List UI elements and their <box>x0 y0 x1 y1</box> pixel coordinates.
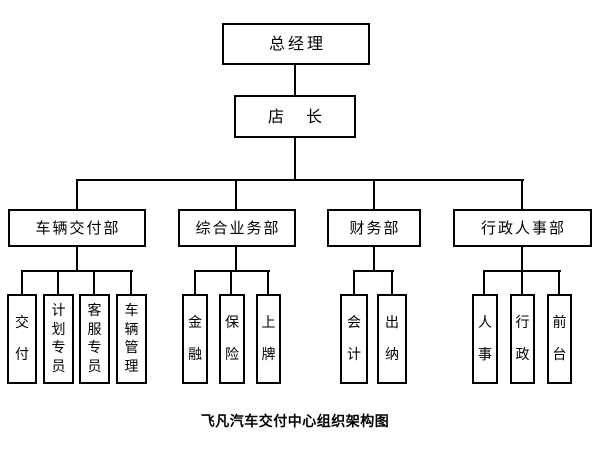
connector-line <box>294 64 296 96</box>
org-node-label-char: 专 <box>87 340 102 357</box>
org-node-label-char: 管 <box>124 340 139 357</box>
org-node-label-char: 台 <box>552 346 567 363</box>
connector-line <box>230 270 232 294</box>
org-node-label: 总经理 <box>268 34 326 53</box>
org-node-label-char: 人 <box>478 315 492 332</box>
org-node-cashier: 出纳 <box>377 294 407 384</box>
connector-line <box>76 179 524 181</box>
org-node-label: 店 长 <box>267 106 325 126</box>
org-node-front-desk: 前台 <box>547 294 572 384</box>
org-node-label-char: 计 <box>347 346 361 363</box>
connector-line <box>130 270 132 294</box>
org-node-label-char: 上 <box>261 315 276 332</box>
org-node-label-char: 付 <box>15 346 29 363</box>
org-node-label-char: 融 <box>188 346 202 363</box>
org-node-label-char: 政 <box>515 346 530 363</box>
connector-line <box>235 179 237 210</box>
org-node-label-char: 理 <box>124 359 139 376</box>
org-node-label-char: 前 <box>552 315 567 332</box>
org-node-dept-admin-hr: 行政人事部 <box>453 209 592 247</box>
org-node-label-char: 交 <box>15 315 29 332</box>
org-node-label: 车辆交付部 <box>35 218 121 237</box>
org-node-label-char: 险 <box>225 346 239 363</box>
org-node-planning-specialist: 计划专员 <box>43 294 74 384</box>
connector-line <box>267 270 269 294</box>
org-node-financing: 金融 <box>182 294 208 384</box>
org-node-customer-service-specialist: 客服专员 <box>79 294 110 384</box>
org-node-general-manager: 总经理 <box>222 23 370 65</box>
org-node-label-char: 员 <box>51 359 66 376</box>
org-node-label-char: 保 <box>225 315 239 332</box>
connector-line <box>76 179 78 210</box>
org-node-label-char: 服 <box>87 321 102 338</box>
org-node-label-char: 纳 <box>385 346 399 363</box>
connector-line <box>373 179 375 210</box>
connector-line <box>21 270 23 294</box>
org-node-label-char: 车 <box>124 302 139 319</box>
org-node-label-char: 员 <box>87 359 102 376</box>
org-node-label-char: 辆 <box>124 321 139 338</box>
connector-line <box>483 270 485 294</box>
org-node-label-char: 会 <box>347 315 361 332</box>
org-node-label-char: 专 <box>51 340 66 357</box>
connector-line <box>21 270 133 272</box>
connector-line <box>353 270 355 294</box>
org-node-label-char: 客 <box>87 302 102 319</box>
connector-line <box>521 246 523 272</box>
org-node-store-manager: 店 长 <box>234 95 356 138</box>
org-node-label-char: 划 <box>51 321 66 338</box>
org-node-vehicle-management: 车辆管理 <box>116 294 147 384</box>
org-node-insurance: 保险 <box>219 294 245 384</box>
connector-line <box>521 179 523 210</box>
org-node-label-char: 牌 <box>261 346 276 363</box>
org-node-accounting: 会计 <box>340 294 368 384</box>
org-node-dept-vehicle-delivery: 车辆交付部 <box>8 209 146 247</box>
org-node-hr: 人事 <box>472 294 498 384</box>
org-node-label: 行政人事部 <box>480 218 566 237</box>
connector-line <box>353 270 394 272</box>
connector-line <box>194 270 270 272</box>
org-node-label-char: 事 <box>478 346 492 363</box>
org-node-label: 财务部 <box>349 218 401 237</box>
org-node-label-char: 金 <box>188 315 202 332</box>
org-node-admin: 行政 <box>510 294 535 384</box>
connector-line <box>76 246 78 272</box>
connector-line <box>57 270 59 294</box>
connector-line <box>235 246 237 272</box>
connector-line <box>391 270 393 294</box>
org-node-label-char: 出 <box>385 315 399 332</box>
connector-line <box>373 246 375 272</box>
connector-line <box>93 270 95 294</box>
connector-line <box>558 270 560 294</box>
connector-line <box>194 270 196 294</box>
org-node-label-char: 计 <box>51 302 66 319</box>
org-node-delivery: 交付 <box>7 294 37 384</box>
connector-line <box>294 137 296 181</box>
org-node-label: 综合业务部 <box>195 218 281 237</box>
org-node-dept-general-business: 综合业务部 <box>178 209 296 247</box>
chart-caption: 飞凡汽车交付中心组织架构图 <box>200 414 390 430</box>
org-node-dept-finance: 财务部 <box>327 209 421 247</box>
org-node-plate-registration: 上牌 <box>256 294 281 384</box>
org-node-label-char: 行 <box>515 315 530 332</box>
connector-line <box>521 270 523 294</box>
